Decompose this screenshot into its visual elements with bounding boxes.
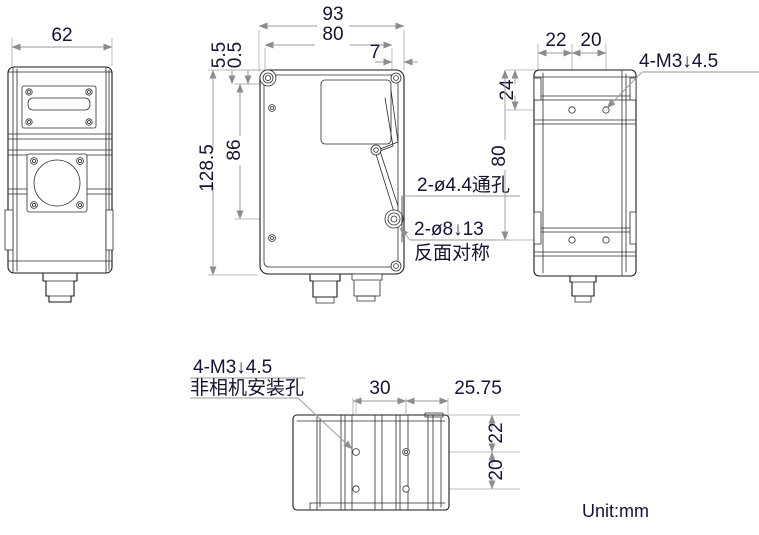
view-front-center: 93 80 7 5.5 0.5 xyxy=(197,4,520,304)
note-counterbore: 2-ø8↓13 反面对称 xyxy=(399,219,510,264)
dimension-93: 93 xyxy=(258,4,405,72)
note-label-symmetric-back: 反面对称 xyxy=(414,242,490,264)
bottom-view-body xyxy=(292,398,450,511)
dimension-label-86: 86 xyxy=(224,139,245,160)
view-bottom: 30 25.75 22 20 xyxy=(190,357,520,511)
dimension-label-0-5: 0.5 xyxy=(225,42,246,68)
dimension-label-30: 30 xyxy=(369,378,390,399)
dimension-22-bottom: 22 xyxy=(410,414,520,453)
dimension-label-80-right: 80 xyxy=(489,145,510,166)
note-label-m3-tap: 4-M3↓4.5 xyxy=(639,51,718,72)
note-label-counterbore: 2-ø8↓13 xyxy=(414,219,484,240)
dimension-label-25-75: 25.75 xyxy=(454,378,502,399)
dimension-label-80: 80 xyxy=(322,24,343,45)
dimension-label-7: 7 xyxy=(370,42,381,63)
dimension-label-22: 22 xyxy=(545,30,566,51)
note-through-hole: 2-ø4.4通孔 xyxy=(402,174,520,197)
dimension-label-128-5: 128.5 xyxy=(197,144,218,192)
side-view-body xyxy=(4,66,114,303)
dimension-30: 30 xyxy=(352,378,407,418)
dimension-25-75: 25.75 xyxy=(405,378,502,418)
dimension-7: 7 xyxy=(370,42,418,66)
dimension-label-22-bottom: 22 xyxy=(486,422,507,443)
dimension-label-20-bottom: 20 xyxy=(486,459,507,480)
dimension-62: 62 xyxy=(11,25,113,66)
view-side-left: 62 xyxy=(4,25,114,303)
note-label-through-hole: 2-ø4.4通孔 xyxy=(417,174,510,196)
dimension-label-93: 93 xyxy=(322,4,343,25)
dimension-label-62: 62 xyxy=(51,25,72,46)
dimension-128-5: 128.5 xyxy=(197,69,258,276)
dimension-80: 80 xyxy=(264,24,393,72)
note-label-non-camera-mount: 非相机安装孔 xyxy=(190,377,304,399)
note-label-m3-tap-bottom: 4-M3↓4.5 xyxy=(193,357,272,378)
note-m3-tap-bottom: 4-M3↓4.5 非相机安装孔 xyxy=(190,357,353,450)
right-view-body xyxy=(533,69,637,303)
dimension-20: 20 xyxy=(571,30,607,72)
dimension-0-5: 0.5 xyxy=(225,42,252,85)
dimension-label-24: 24 xyxy=(497,79,518,101)
dimension-label-5-5: 5.5 xyxy=(209,42,230,68)
view-side-right: 22 20 24 80 xyxy=(489,30,759,303)
dimension-label-20: 20 xyxy=(580,30,601,51)
front-view-body xyxy=(259,69,405,304)
unit-note: Unit:mm xyxy=(582,501,649,521)
note-m3-tap: 4-M3↓4.5 xyxy=(606,51,759,109)
